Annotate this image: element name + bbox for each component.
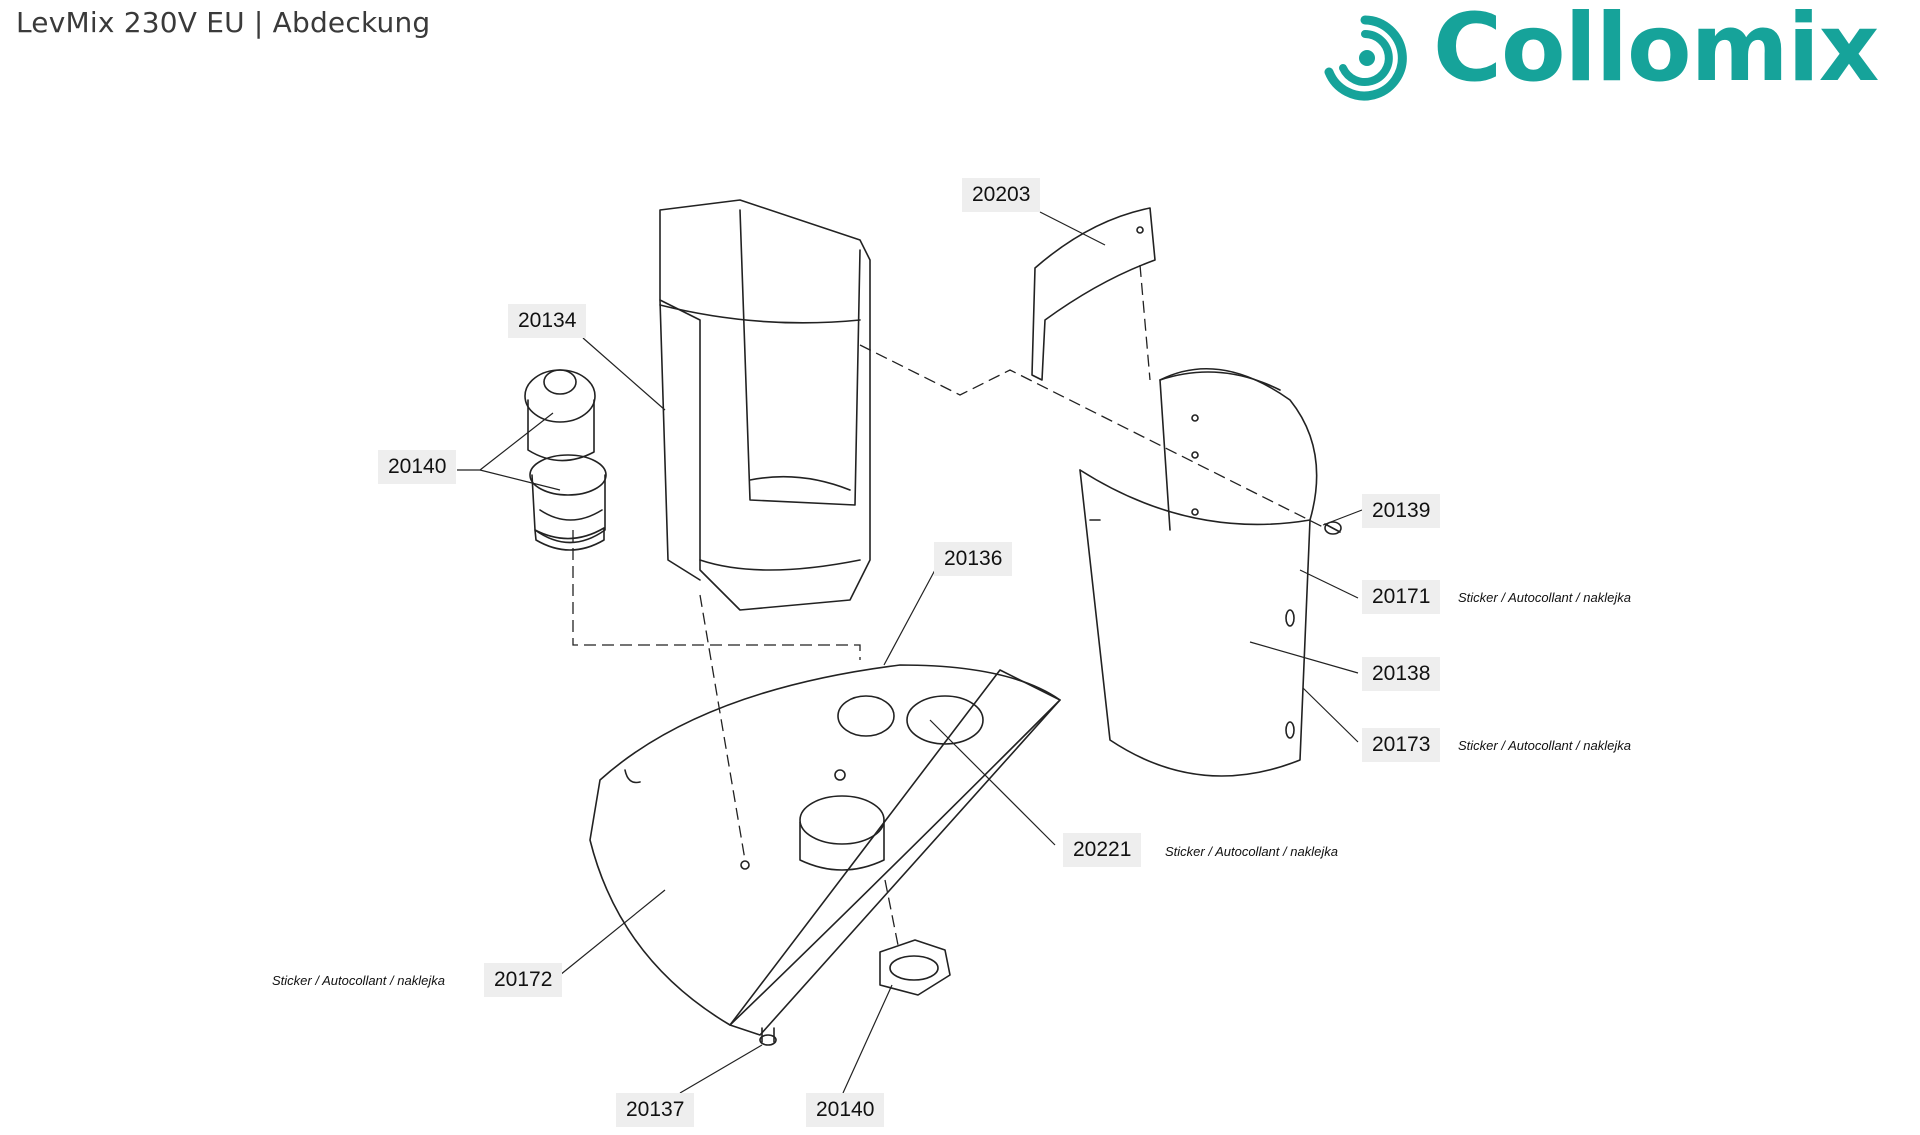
cylinder-shell-part xyxy=(1079,367,1318,777)
curved-plate-part xyxy=(1031,207,1156,381)
part-label-20140-socket: 20140 xyxy=(378,450,457,484)
sticker-note-20172: Sticker / Autocollant / naklejka xyxy=(272,973,445,988)
brand-name: Collomix xyxy=(1433,0,1879,103)
part-label-20203: 20203 xyxy=(962,178,1041,212)
frame-part xyxy=(659,199,871,611)
page-title: LevMix 230V EU | Abdeckung xyxy=(16,6,431,39)
part-label-20172: 20172 xyxy=(484,963,563,997)
screw-part xyxy=(759,1027,777,1046)
part-label-20137: 20137 xyxy=(616,1093,695,1127)
nut-part xyxy=(879,939,951,996)
sticker-note-20221: Sticker / Autocollant / naklejka xyxy=(1165,844,1338,859)
base-plate-part xyxy=(589,664,1061,1036)
part-label-20134: 20134 xyxy=(508,304,587,338)
part-label-20171: 20171 xyxy=(1362,580,1441,614)
sticker-note-20173: Sticker / Autocollant / naklejka xyxy=(1458,738,1631,753)
collomix-swirl-icon xyxy=(1324,15,1407,101)
part-label-20173: 20173 xyxy=(1362,728,1441,762)
brand-logo: Collomix xyxy=(1315,2,1910,103)
part-label-20140-nut: 20140 xyxy=(806,1093,885,1127)
sticker-note-20171: Sticker / Autocollant / naklejka xyxy=(1458,590,1631,605)
socket-part xyxy=(524,369,607,551)
pin-part xyxy=(1324,521,1342,535)
part-label-20221: 20221 xyxy=(1063,833,1142,867)
part-label-20139: 20139 xyxy=(1362,494,1441,528)
part-label-20136: 20136 xyxy=(934,542,1013,576)
part-label-20138: 20138 xyxy=(1362,657,1441,691)
